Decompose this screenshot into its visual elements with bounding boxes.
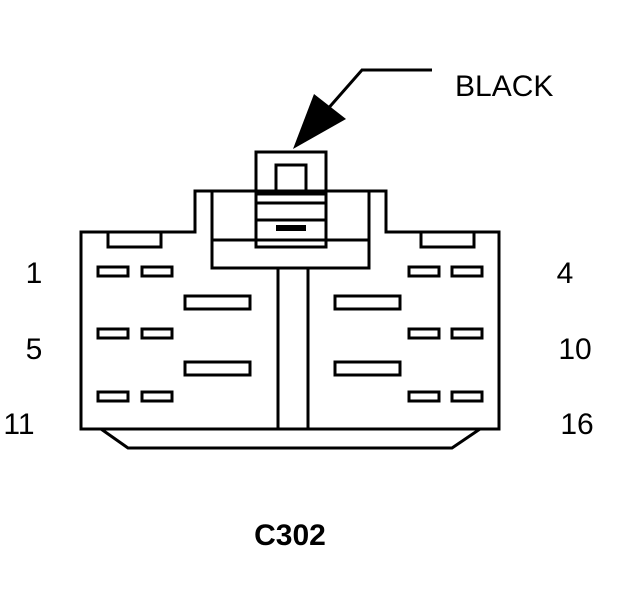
cavity-large <box>333 360 402 377</box>
color-callout <box>293 68 432 149</box>
locking-tab <box>254 150 328 249</box>
cavity <box>140 390 174 403</box>
cavity <box>140 265 174 278</box>
cavity-large <box>183 360 252 377</box>
pin-label-left: 11 <box>3 408 34 441</box>
cavity <box>450 265 484 278</box>
wire-color-label: BLACK <box>455 70 553 103</box>
pin-label-right: 16 <box>560 408 593 441</box>
pin-label-right: 10 <box>558 333 591 366</box>
center-divider <box>276 266 310 431</box>
cavity <box>450 327 484 340</box>
pin-label-right: 4 <box>557 257 574 290</box>
connector-body <box>79 150 501 450</box>
cavity <box>450 390 484 403</box>
connector-id-label: C302 <box>254 519 326 552</box>
terminal-cavities <box>96 265 484 403</box>
pin-label-left: 1 <box>26 257 43 290</box>
cavity <box>96 265 130 278</box>
top-notch-right <box>419 230 476 249</box>
cavity <box>96 390 130 403</box>
bottom-skirt <box>100 427 481 450</box>
cavity-large <box>333 294 402 311</box>
cavity <box>407 265 441 278</box>
pin-label-left: 5 <box>26 333 43 366</box>
arrow-head <box>293 94 346 149</box>
cavity <box>96 327 130 340</box>
cavity-large <box>183 294 252 311</box>
cavity <box>407 390 441 403</box>
cavity <box>407 327 441 340</box>
top-notch-left <box>106 230 163 249</box>
cavity <box>140 327 174 340</box>
leader-line <box>324 68 432 112</box>
